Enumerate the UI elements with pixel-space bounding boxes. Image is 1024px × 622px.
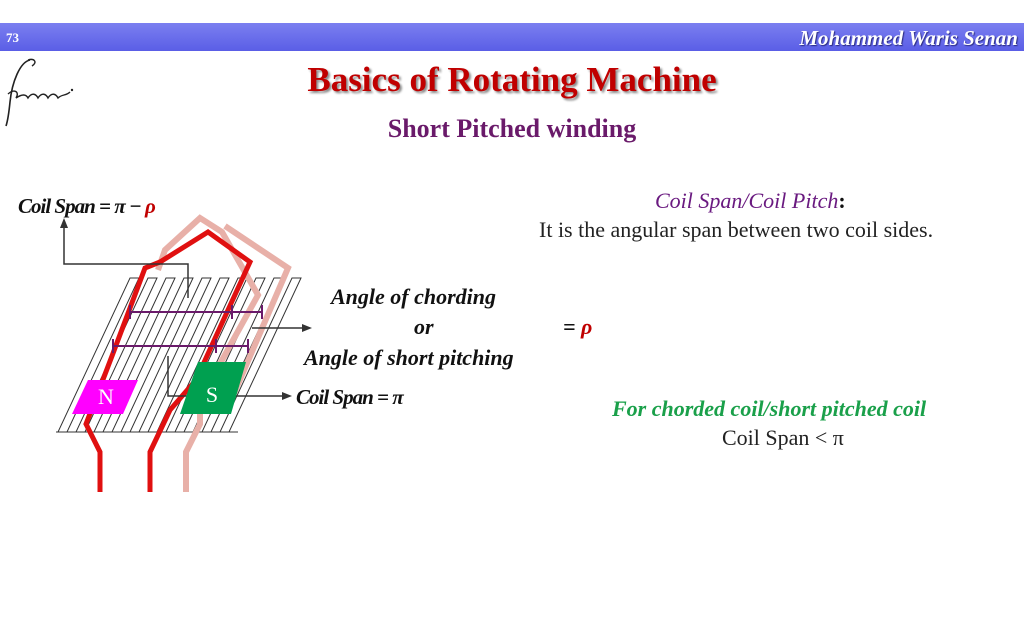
definition-text: It is the angular span between two coil …	[539, 217, 934, 242]
coil-span-formula-rho: ρ	[144, 194, 156, 218]
chorded-relation: Coil Span < π	[722, 425, 844, 450]
chorded-heading: For chorded coil/short pitched coil	[612, 396, 927, 421]
full-span-arrow	[167, 356, 284, 397]
definition-term: Coil Span/Coil Pitch	[655, 188, 839, 213]
coil-span-pi: Coil Span = π	[296, 385, 404, 409]
coil-span-formula-label: Coil Span	[18, 194, 96, 218]
coil-span-formula: Coil Span = π − ρ	[18, 194, 156, 219]
short-pitch-coil	[83, 228, 254, 492]
coil-span-arrow	[63, 224, 189, 298]
definition-term-line: Coil Span/Coil Pitch:	[655, 188, 846, 214]
slide-subtitle: Short Pitched winding	[387, 114, 637, 143]
slide-number: 73	[6, 30, 19, 45]
pole-n	[72, 380, 138, 414]
definition-colon: :	[838, 188, 846, 213]
chording-brackets	[112, 305, 263, 353]
pole-s	[180, 362, 246, 414]
author-name: Mohammed Waris Senan	[799, 26, 1018, 50]
angle-chording-line1: Angle of chording	[331, 284, 497, 309]
slide-title: Basics of Rotating Machine	[307, 60, 717, 99]
pole-n-label: N	[98, 384, 114, 409]
signature-image	[5, 58, 74, 127]
full-pitch-coil	[155, 214, 262, 492]
header-bar	[0, 23, 1024, 51]
angle-equals: =	[563, 314, 582, 339]
angle-equals-rho: = ρ	[563, 314, 592, 340]
pole-s-label: S	[206, 382, 218, 407]
angle-chording-line3: Angle of short pitching	[304, 345, 514, 370]
coil-span-formula-value: = π −	[99, 194, 145, 218]
angle-chording-line2: or	[414, 314, 434, 339]
angle-rho: ρ	[581, 314, 593, 339]
